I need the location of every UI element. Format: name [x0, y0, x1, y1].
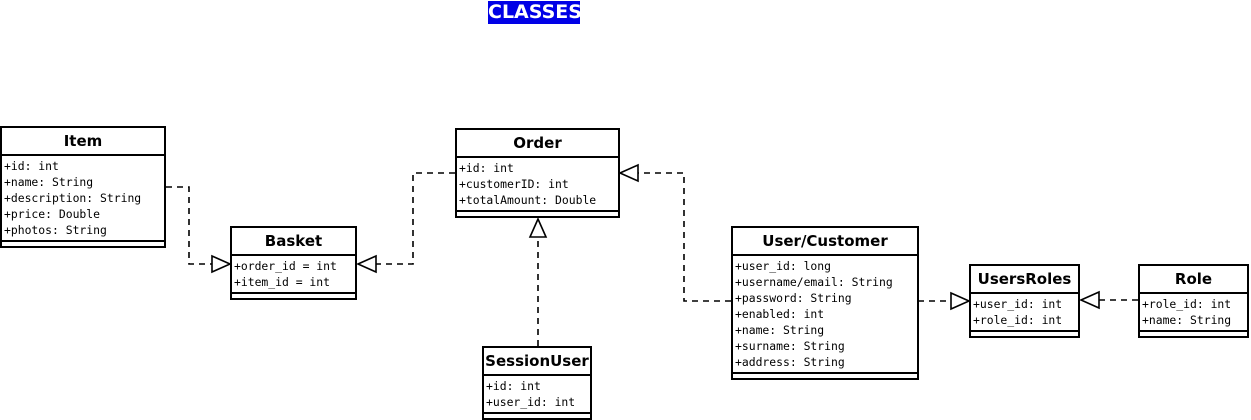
class-basket-operations	[232, 294, 355, 298]
attribute: +price: Double	[4, 207, 101, 221]
diagram-title: CLASSES	[488, 1, 582, 24]
class-item-attributes: +id: int +name: String +description: Str…	[2, 156, 164, 242]
arrowhead-usersroles-right	[1079, 290, 1100, 310]
class-usersroles-operations	[971, 332, 1078, 336]
attribute: +item_id = int	[234, 275, 331, 289]
class-customer-name: User/Customer	[733, 228, 917, 256]
class-basket: Basket +order_id = int +item_id = int	[230, 226, 357, 300]
attribute: +totalAmount: Double	[459, 193, 597, 207]
arrowhead-usersroles-left	[950, 291, 971, 311]
arrowhead-basket-left	[211, 254, 232, 274]
class-role: Role +role_id: int +name: String	[1138, 264, 1249, 338]
attribute: +name: String	[4, 175, 94, 189]
class-basket-name: Basket	[232, 228, 355, 256]
class-order-attributes: +id: int +customerID: int +totalAmount: …	[457, 158, 618, 212]
class-customer-attributes: +user_id: long +username/email: String +…	[733, 256, 917, 374]
attribute: +username/email: String	[735, 275, 893, 289]
class-customer: User/Customer +user_id: long +username/e…	[731, 226, 919, 380]
class-sessionuser-name: SessionUser	[484, 348, 590, 376]
arrowhead-basket-right	[356, 254, 377, 274]
attribute: +user_id: int	[486, 395, 576, 409]
class-order-operations	[457, 212, 618, 216]
class-item: Item +id: int +name: String +description…	[0, 126, 166, 248]
class-sessionuser-operations	[484, 414, 590, 418]
attribute: +password: String	[735, 291, 852, 305]
relation-item-basket	[166, 186, 212, 265]
class-basket-attributes: +order_id = int +item_id = int	[232, 256, 355, 294]
class-order: Order +id: int +customerID: int +totalAm…	[455, 128, 620, 218]
class-role-attributes: +role_id: int +name: String	[1140, 294, 1247, 332]
class-item-name: Item	[2, 128, 164, 156]
arrowhead-order-right	[618, 163, 639, 183]
relation-order-basket	[376, 172, 455, 265]
attribute: +id: int	[4, 159, 59, 173]
class-usersroles-name: UsersRoles	[971, 266, 1078, 294]
relation-customer-order	[638, 172, 731, 302]
arrowhead-order-bottom	[528, 217, 548, 238]
attribute: +name: String	[735, 323, 825, 337]
attribute: +surname: String	[735, 339, 845, 353]
attribute: +id: int	[459, 161, 514, 175]
class-role-name: Role	[1140, 266, 1247, 294]
attribute: +address: String	[735, 355, 845, 369]
class-sessionuser-attributes: +id: int +user_id: int	[484, 376, 590, 414]
class-usersroles: UsersRoles +user_id: int +role_id: int	[969, 264, 1080, 338]
attribute: +order_id = int	[234, 259, 337, 273]
attribute: +user_id: int	[973, 297, 1063, 311]
attribute: +enabled: int	[735, 307, 825, 321]
class-customer-operations	[733, 374, 917, 378]
attribute: +name: String	[1142, 313, 1232, 327]
attribute: +role_id: int	[973, 313, 1063, 327]
attribute: +role_id: int	[1142, 297, 1232, 311]
class-sessionuser: SessionUser +id: int +user_id: int	[482, 346, 592, 420]
class-role-operations	[1140, 332, 1247, 336]
attribute: +user_id: long	[735, 259, 832, 273]
class-order-name: Order	[457, 130, 618, 158]
class-usersroles-attributes: +user_id: int +role_id: int	[971, 294, 1078, 332]
class-item-operations	[2, 242, 164, 246]
attribute: +description: String	[4, 191, 142, 205]
attribute: +photos: String	[4, 223, 107, 237]
attribute: +customerID: int	[459, 177, 569, 191]
attribute: +id: int	[486, 379, 541, 393]
